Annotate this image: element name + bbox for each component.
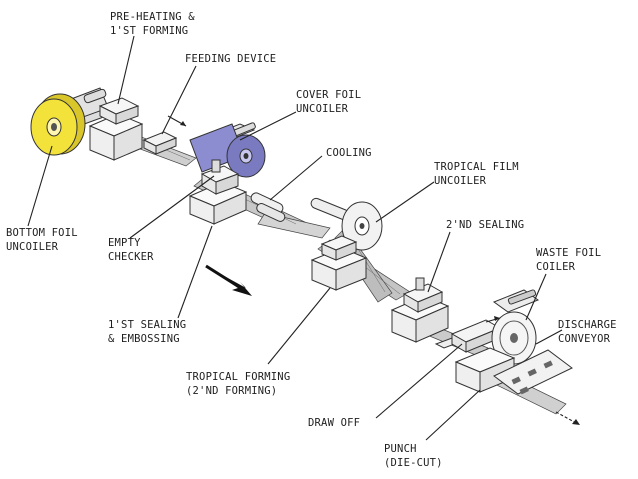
label-cover-foil-line1: COVER FOIL (296, 89, 361, 101)
waste-foil-coiler (491, 289, 540, 365)
second-sealing-station (390, 277, 462, 349)
label-waste-foil-line1: WASTE FOIL (536, 247, 601, 259)
label-discharge-line1: DISCHARGE (558, 319, 617, 331)
label-second-sealing: 2'ND SEALING (446, 219, 524, 231)
label-waste-foil-line2: COILER (536, 261, 576, 273)
label-tropical-film: TROPICAL FILM UNCOILER (434, 161, 519, 187)
leader-lines (27, 35, 563, 441)
label-first-sealing-line1: 1'ST SEALING (108, 319, 186, 331)
label-cover-foil-line2: UNCOILER (296, 103, 349, 115)
label-draw-off-line1: DRAW OFF (308, 417, 360, 429)
label-cover-foil: COVER FOIL UNCOILER (296, 89, 361, 115)
label-tropical-forming-line1: TROPICAL FORMING (186, 371, 290, 383)
label-bottom-foil-line1: BOTTOM FOIL (6, 227, 78, 239)
label-pre-heating-line1: PRE-HEATING & (110, 11, 195, 23)
draw-off-unit (450, 316, 502, 353)
label-empty-checker: EMPTY CHECKER (108, 237, 154, 263)
first-sealing-station (188, 159, 248, 225)
label-waste-foil: WASTE FOIL COILER (536, 247, 601, 273)
label-cooling-line1: COOLING (326, 147, 372, 159)
feeding-device (142, 115, 187, 155)
tropical-forming-station (310, 235, 368, 291)
arrow-icon (205, 264, 252, 296)
label-pre-heating-line2: 1'ST FORMING (110, 25, 188, 37)
label-first-sealing-line2: & EMBOSSING (108, 333, 180, 345)
label-punch-line1: PUNCH (384, 443, 417, 455)
label-cooling: COOLING (326, 147, 372, 159)
label-pre-heating: PRE-HEATING & 1'ST FORMING (110, 11, 195, 37)
label-bottom-foil-line2: UNCOILER (6, 241, 59, 253)
cooling-unit (250, 192, 286, 222)
label-tropical-film-line2: UNCOILER (434, 175, 487, 187)
label-discharge-line2: CONVEYOR (558, 333, 611, 345)
label-bottom-foil: BOTTOM FOIL UNCOILER (6, 227, 78, 253)
label-discharge: DISCHARGE CONVEYOR (558, 319, 617, 345)
label-first-sealing: 1'ST SEALING & EMBOSSING (108, 319, 186, 345)
label-draw-off: DRAW OFF (308, 417, 360, 429)
label-second-sealing-line1: 2'ND SEALING (446, 219, 524, 231)
label-empty-checker-line2: CHECKER (108, 251, 154, 263)
label-punch: PUNCH (DIE-CUT) (384, 443, 443, 469)
cover-foil-uncoiler (189, 122, 266, 178)
label-feeding-device: FEEDING DEVICE (185, 53, 276, 65)
tropical-film-uncoiler (310, 197, 383, 251)
label-tropical-forming: TROPICAL FORMING (2'ND FORMING) (186, 371, 290, 397)
discharge-conveyor (493, 349, 580, 425)
label-empty-checker-line1: EMPTY (108, 237, 141, 249)
label-feeding-device-line1: FEEDING DEVICE (185, 53, 276, 65)
label-tropical-film-line1: TROPICAL FILM (434, 161, 519, 173)
bottom-foil-uncoiler (30, 87, 111, 156)
pre-heating-station (88, 97, 144, 161)
label-tropical-forming-line2: (2'ND FORMING) (186, 385, 277, 397)
label-punch-line2: (DIE-CUT) (384, 457, 443, 469)
